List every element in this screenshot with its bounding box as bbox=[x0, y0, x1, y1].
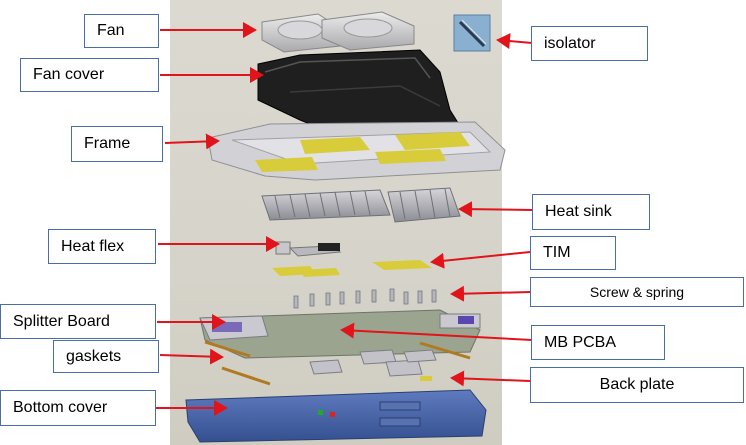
back-plate-part bbox=[309, 349, 437, 381]
screw-spring-part bbox=[293, 288, 437, 309]
label-heat-flex: Heat flex bbox=[48, 229, 156, 264]
bottom-cover-part bbox=[185, 389, 487, 443]
label-splitter-board: Splitter Board bbox=[0, 304, 156, 339]
label-screw-spring: Screw & spring bbox=[530, 277, 744, 307]
label-back-plate: Back plate bbox=[530, 367, 744, 403]
heat-flex-part bbox=[275, 241, 342, 257]
label-frame: Frame bbox=[71, 126, 163, 162]
arrow-heat-sink bbox=[458, 201, 533, 218]
arrow-mb-pcba bbox=[340, 322, 533, 341]
label-fan: Fan bbox=[84, 14, 159, 48]
label-heat-sink: Heat sink bbox=[532, 194, 650, 230]
label-bottom-cover: Bottom cover bbox=[0, 390, 156, 426]
arrow-isolator bbox=[496, 33, 533, 50]
arrow-tim bbox=[430, 251, 531, 269]
heat-sink-part bbox=[261, 187, 461, 223]
label-fan-cover: Fan cover bbox=[20, 58, 159, 92]
label-tim: TIM bbox=[530, 236, 616, 270]
label-isolator: isolator bbox=[531, 26, 648, 61]
mb-pcba-part bbox=[199, 309, 481, 359]
gaskets-part bbox=[204, 340, 471, 386]
arrow-gaskets bbox=[159, 348, 224, 365]
isolator-part bbox=[453, 14, 491, 52]
label-mb-pcba: MB PCBA bbox=[531, 325, 665, 360]
arrow-screw-spring bbox=[450, 285, 531, 302]
arrow-back-plate bbox=[450, 370, 531, 387]
fan-part bbox=[261, 11, 415, 53]
tim-part bbox=[272, 260, 432, 277]
label-gaskets: gaskets bbox=[53, 340, 159, 373]
fan-cover-part bbox=[257, 49, 461, 133]
frame-part bbox=[207, 121, 506, 181]
arrow-frame bbox=[164, 133, 220, 150]
